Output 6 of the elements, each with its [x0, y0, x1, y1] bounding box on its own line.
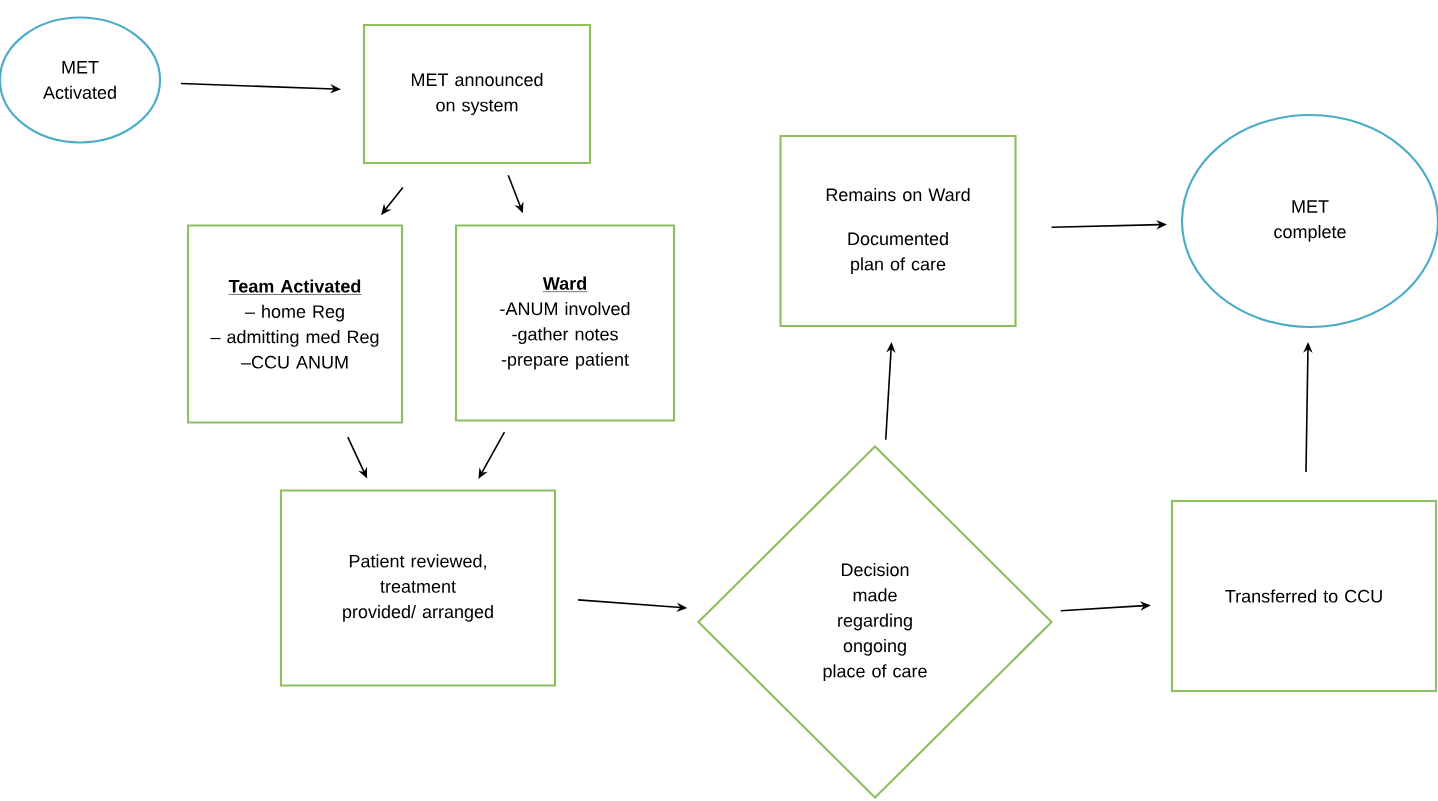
process-box: Patient reviewed, treatment provided/ arranged	[279, 489, 557, 687]
process-box: Team Activated – home Reg – admitting med Reg –CCU ANUM	[186, 224, 404, 424]
process-box: MET announced on system	[362, 23, 592, 165]
process-box: Remains on Ward Documented plan of care	[779, 134, 1017, 328]
process-box: Transferred to CCU	[1170, 499, 1438, 693]
process-box: Ward -ANUM involved -gather notes -prepare patient	[454, 224, 676, 422]
